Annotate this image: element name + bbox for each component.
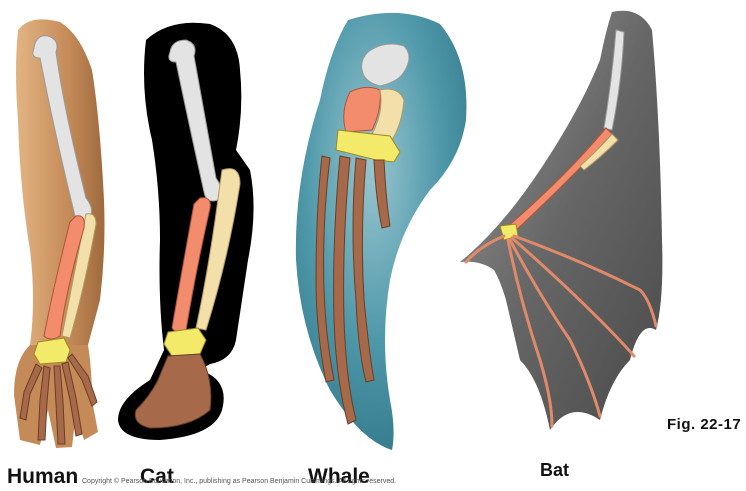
carpals [34, 338, 70, 364]
label-bat: Bat [540, 460, 569, 481]
label-cat: Cat [140, 465, 174, 489]
cat-limb [118, 23, 254, 440]
bat-wing-membrane [460, 11, 662, 430]
copyright-notice: Copyright © Pearson Education, Inc., pub… [82, 478, 396, 485]
label-whale: Whale [308, 465, 370, 489]
label-human: Human [7, 465, 78, 489]
human-limb [14, 19, 105, 448]
cat-carpals [164, 328, 206, 356]
whale-limb [296, 13, 467, 450]
bat-limb [460, 11, 662, 430]
figure-number: Fig. 22-17 [667, 416, 741, 433]
